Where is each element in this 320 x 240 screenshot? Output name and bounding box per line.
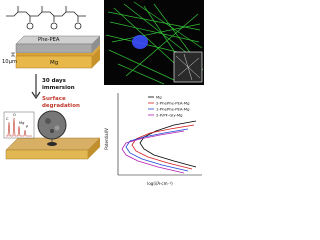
legend-item-1: 2-PhePhe-PEA-Mg <box>156 101 190 106</box>
polymer-chain-structure <box>6 6 86 30</box>
thickness-bracket <box>11 52 15 57</box>
series-2phephe-line <box>131 124 195 170</box>
arrow-label-top: 30 days <box>42 78 67 84</box>
eds-spectrum: C O Mg P <box>3 111 35 139</box>
sem-inset <box>37 110 67 143</box>
chart-legend: Mg 2-PhePhe-PEA-Mg 1-PhePhe-PEA-Mg 2-P/P… <box>148 95 190 118</box>
legend-item-2: 1-PhePhe-PEA-Mg <box>156 107 190 112</box>
series-mg-line <box>139 120 197 168</box>
legend-item-3: 2-P/PF-Gly-Mg <box>156 113 183 118</box>
degraded-slab <box>5 137 101 160</box>
eds-label-c: C <box>6 117 9 121</box>
coating-schematic: Phe-PEA Mg 10μm 30 days immersion Surfac… <box>2 6 101 160</box>
y-axis-label: Potential/V <box>104 128 109 150</box>
thickness-label: 10μm <box>2 59 17 65</box>
substrate-label: Mg <box>50 60 58 66</box>
series-2ppf-line <box>121 130 185 174</box>
x-axis-label: log(i/A·cm⁻²) <box>147 181 173 186</box>
eds-label-mg: Mg <box>19 121 24 125</box>
series-1phephe-line <box>125 128 189 172</box>
cell-nucleus <box>132 35 148 49</box>
coating-label: Phe-PEA <box>38 37 60 43</box>
polarization-chart: Potential/V log(i/A·cm⁻²) Mg 2-PhePhe-PE… <box>104 87 204 189</box>
fluorescence-micrograph <box>104 0 204 85</box>
legend-item-0: Mg <box>156 95 162 100</box>
surface-label-1: Surface <box>42 96 66 102</box>
surface-label-2: degradation <box>42 103 80 109</box>
coating-slab <box>15 35 101 69</box>
eds-label-o: O <box>13 113 16 117</box>
down-arrow-icon <box>31 74 41 100</box>
eds-label-p: P <box>26 125 29 129</box>
arrow-label-mid: immersion <box>42 85 75 91</box>
